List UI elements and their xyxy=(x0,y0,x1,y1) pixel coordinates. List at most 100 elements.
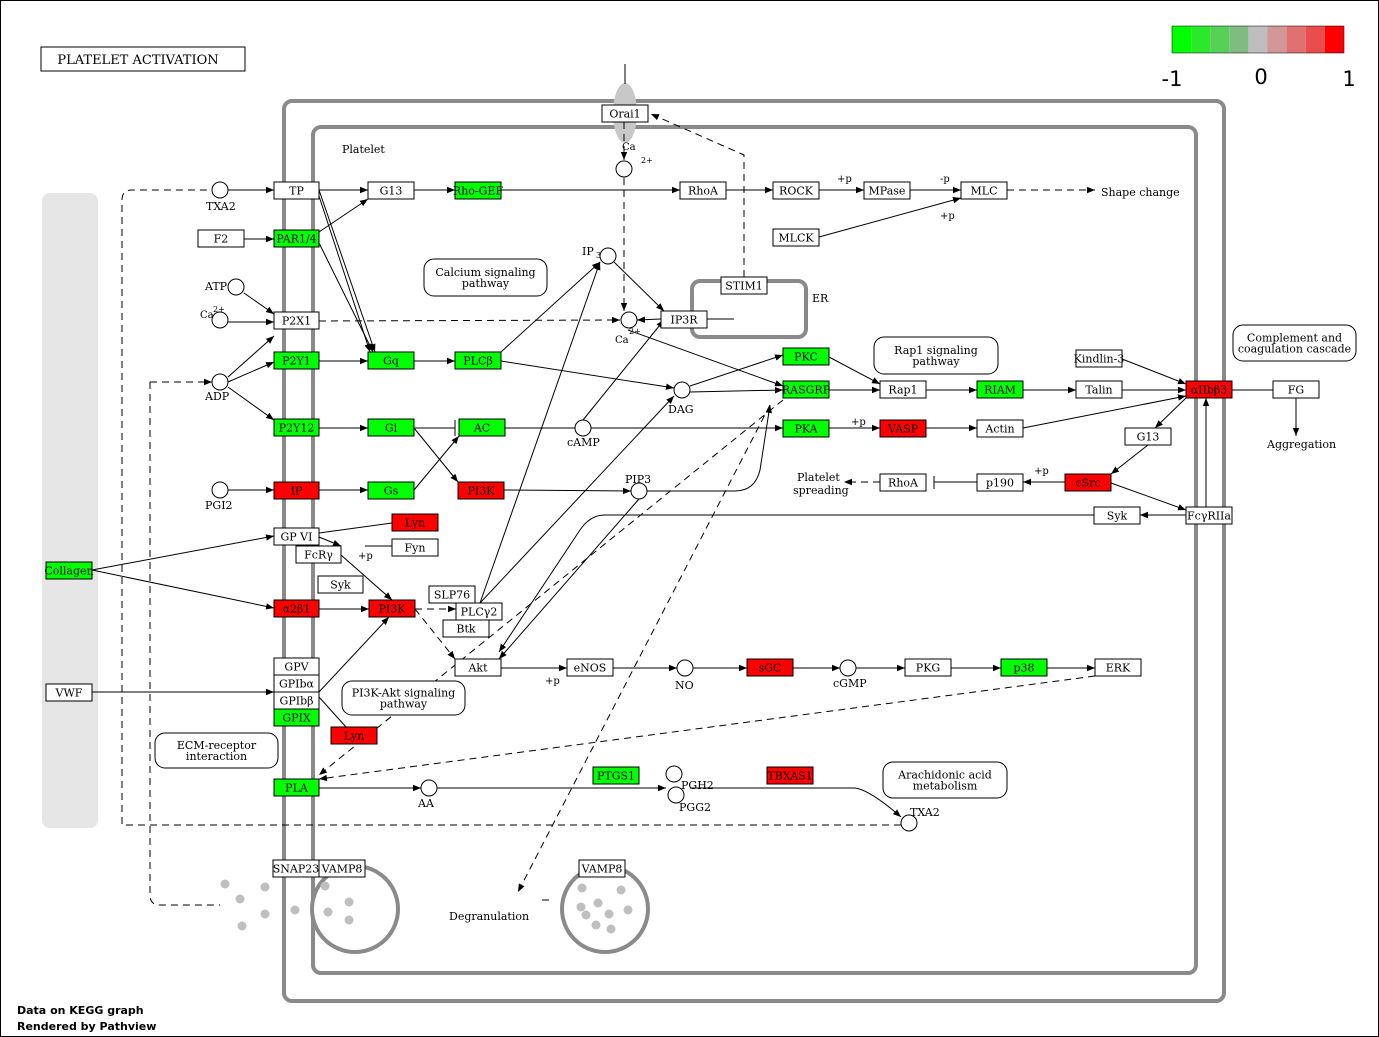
gene-label: VAMP8 xyxy=(321,863,363,876)
gene-p2y1[interactable]: P2Y1 xyxy=(273,351,320,370)
gene-label: SLP76 xyxy=(434,589,470,602)
gene-mlc[interactable]: MLC xyxy=(960,181,1008,200)
gene-gpv[interactable]: GPV xyxy=(273,657,320,676)
gene-vamp8-right[interactable]: VAMP8 xyxy=(578,859,626,878)
compound-pgi2[interactable] xyxy=(211,481,229,499)
gene-pi3k-top[interactable]: PI3K xyxy=(457,481,505,500)
gene-gq[interactable]: Gq xyxy=(367,351,415,370)
gene-gpibb[interactable]: GPIbβ xyxy=(273,691,320,710)
gene-mlck[interactable]: MLCK xyxy=(772,228,820,247)
gene-actin[interactable]: Actin xyxy=(976,419,1024,438)
compound-ca-mid[interactable] xyxy=(620,311,638,329)
compound-pip3[interactable] xyxy=(630,482,648,500)
gene-tp[interactable]: TP xyxy=(273,181,320,200)
gene-p38[interactable]: p38 xyxy=(1000,658,1048,677)
gene-fcgr2a[interactable]: FcγRIIa xyxy=(1185,506,1233,525)
gene-vwf[interactable]: VWF xyxy=(45,683,93,702)
compound-pgh2[interactable] xyxy=(665,765,683,783)
gene-pka[interactable]: PKA xyxy=(782,419,830,438)
gene-vasp[interactable]: VASP xyxy=(879,419,927,438)
gene-plcb[interactable]: PLCβ xyxy=(454,351,502,370)
gene-gs[interactable]: Gs xyxy=(367,481,415,500)
gene-g13-right[interactable]: G13 xyxy=(1124,427,1172,446)
edge xyxy=(318,242,374,353)
compound-dag[interactable] xyxy=(673,381,691,399)
gene-rhogef[interactable]: Rho-GEF xyxy=(453,181,504,200)
gene-lyn-top[interactable]: Lyn xyxy=(391,513,439,532)
gene-fyn[interactable]: Fyn xyxy=(391,538,439,557)
gene-fcrg[interactable]: FcRγ xyxy=(295,545,342,564)
gene-fg[interactable]: FG xyxy=(1272,380,1320,399)
gene-gi[interactable]: Gi xyxy=(367,418,415,437)
gene-gpvi[interactable]: GP VI xyxy=(273,527,320,546)
gene-par14[interactable]: PAR1/4 xyxy=(273,229,320,248)
gene-pi3k-mid[interactable]: PI3K xyxy=(368,599,416,618)
gene-ip3r[interactable]: IP3R xyxy=(660,310,708,329)
gene-ptgs1[interactable]: PTGS1 xyxy=(592,766,640,785)
gene-p190[interactable]: p190 xyxy=(976,473,1024,492)
gene-pkg[interactable]: PKG xyxy=(904,658,952,677)
compound-txa2-left[interactable] xyxy=(211,181,229,199)
txa2-left-label: TXA2 xyxy=(206,200,236,213)
compound-aa[interactable] xyxy=(420,779,438,797)
gene-ip[interactable]: IP xyxy=(273,481,320,500)
gene-f2[interactable]: F2 xyxy=(197,229,245,248)
gene-label: Collagen xyxy=(44,565,93,578)
gene-enos[interactable]: eNOS xyxy=(566,658,614,677)
gene-csrc[interactable]: cSrc xyxy=(1064,473,1112,492)
edges xyxy=(91,113,1300,906)
gene-gpix[interactable]: GPIX xyxy=(273,708,320,727)
gene-rap1[interactable]: Rap1 xyxy=(879,380,927,399)
compound-ca-left[interactable] xyxy=(211,311,229,329)
gene-erk[interactable]: ERK xyxy=(1094,658,1142,677)
compound-adp[interactable] xyxy=(211,373,229,391)
gene-akt[interactable]: Akt xyxy=(454,658,502,677)
compound-ca-top[interactable] xyxy=(615,160,633,178)
gene-tbxas1[interactable]: TBXAS1 xyxy=(766,766,814,785)
compound-atp[interactable] xyxy=(227,278,245,296)
gene-rhoa-mid[interactable]: RhoA xyxy=(879,473,927,492)
compound-txa2-bottom[interactable] xyxy=(900,814,918,832)
gene-collagen[interactable]: Collagen xyxy=(44,561,94,580)
gene-sgc[interactable]: sGC xyxy=(746,658,794,677)
gene-aiib3[interactable]: αIIbβ3 xyxy=(1185,380,1233,399)
gene-rhoa-top[interactable]: RhoA xyxy=(679,181,727,200)
compound-no[interactable] xyxy=(676,659,694,677)
gene-rock[interactable]: ROCK xyxy=(772,181,820,200)
gene-stim1[interactable]: STIM1 xyxy=(720,276,768,295)
gene-kindlin3[interactable]: Kindlin-3 xyxy=(1074,349,1125,368)
compound-ip3[interactable] xyxy=(599,247,617,265)
gene-btk[interactable]: Btk xyxy=(442,619,490,638)
gene-slp76[interactable]: SLP76 xyxy=(428,585,476,604)
compound-cgmp[interactable] xyxy=(839,659,857,677)
gene-syk-left[interactable]: Syk xyxy=(317,575,364,594)
gene-lyn-bottom[interactable]: Lyn xyxy=(330,726,378,745)
gene-mpase[interactable]: MPase xyxy=(863,181,911,200)
compound-pgg2[interactable] xyxy=(667,786,685,804)
gene-plcg2[interactable]: PLCγ2 xyxy=(455,602,503,621)
gene-gpiba[interactable]: GPIbα xyxy=(273,674,320,693)
gene-p2y12[interactable]: P2Y12 xyxy=(273,418,320,437)
gene-p2x1[interactable]: P2X1 xyxy=(273,311,320,330)
compound-camp[interactable] xyxy=(574,419,592,437)
gene-rasgrp[interactable]: RASGRP xyxy=(782,380,831,399)
gene-syk-right[interactable]: Syk xyxy=(1093,506,1141,525)
gene-pla[interactable]: PLA xyxy=(273,778,320,797)
gene-ac[interactable]: AC xyxy=(458,418,506,437)
gene-talin[interactable]: Talin xyxy=(1075,380,1123,399)
gene-vamp8-left[interactable]: VAMP8 xyxy=(318,859,366,878)
gene-pkc[interactable]: PKC xyxy=(782,347,830,366)
gene-snap23[interactable]: SNAP23 xyxy=(272,859,320,878)
edge xyxy=(227,335,275,378)
gene-riam[interactable]: RIAM xyxy=(976,380,1024,399)
gene-g13-top[interactable]: G13 xyxy=(367,181,415,200)
legend-tick-min: -1 xyxy=(1162,67,1183,91)
gene-orai1[interactable]: Orai1 xyxy=(601,104,649,123)
gene-a2b1[interactable]: α2β1 xyxy=(273,599,320,618)
